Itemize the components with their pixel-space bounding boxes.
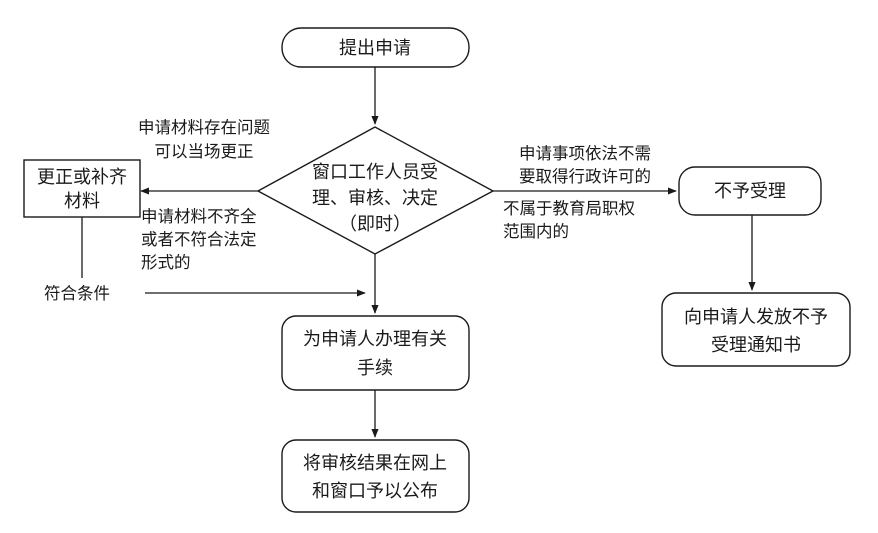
label-incomplete-line-3: 形式的 <box>141 253 191 272</box>
node-correct-line-2: 材料 <box>64 191 100 212</box>
label-no-permit: 申请事项依法不需 要取得行政许可的 <box>519 144 651 186</box>
label-out-of-scope-line-2: 范围内的 <box>503 222 569 241</box>
node-reject-text: 不予受理 <box>714 181 786 202</box>
label-onsite-fix: 申请材料存在问题 可以当场更正 <box>138 118 270 161</box>
node-review-line-1: 窗口工作人员受 <box>312 162 438 183</box>
label-qualified: 符合条件 <box>44 284 110 303</box>
label-incomplete-line-1: 申请材料不齐全 <box>141 207 257 226</box>
label-out-of-scope-line-1: 不属于教育局职权 <box>503 199 635 218</box>
label-incomplete: 申请材料不齐全 或者不符合法定 形式的 <box>141 207 257 272</box>
label-onsite-fix-line-2: 可以当场更正 <box>155 142 254 161</box>
node-publish-line-1: 将审核结果在网上 <box>303 453 447 474</box>
label-incomplete-line-2: 或者不符合法定 <box>141 230 257 249</box>
node-review: 窗口工作人员受 理、审核、决定 （即时） <box>256 126 495 255</box>
node-review-line-3: （即时） <box>339 214 411 235</box>
label-no-permit-line-1: 申请事项依法不需 <box>519 144 651 163</box>
node-publish: 将审核结果在网上 和窗口予以公布 <box>281 439 470 513</box>
node-submit-text: 提出申请 <box>339 38 411 59</box>
node-reject: 不予受理 <box>678 166 822 216</box>
label-onsite-fix-line-1: 申请材料存在问题 <box>138 118 270 137</box>
node-reject-notice-line-1: 向申请人发放不予 <box>684 307 828 328</box>
node-reject-notice-line-2: 受理通知书 <box>711 335 801 356</box>
label-no-permit-line-2: 要取得行政许可的 <box>519 167 651 186</box>
node-correct-line-1: 更正或补齐 <box>37 167 127 188</box>
node-correct: 更正或补齐 材料 <box>23 159 141 218</box>
node-publish-line-2: 和窗口予以公布 <box>312 481 438 502</box>
node-handle-line-1: 为申请人办理有关 <box>303 329 447 350</box>
node-submit: 提出申请 <box>281 27 470 68</box>
node-reject-notice: 向申请人发放不予 受理通知书 <box>661 292 851 367</box>
node-handle: 为申请人办理有关 手续 <box>281 315 470 391</box>
node-handle-line-2: 手续 <box>357 358 393 379</box>
node-review-line-2: 理、审核、决定 <box>312 188 438 209</box>
label-out-of-scope: 不属于教育局职权 范围内的 <box>503 199 635 241</box>
